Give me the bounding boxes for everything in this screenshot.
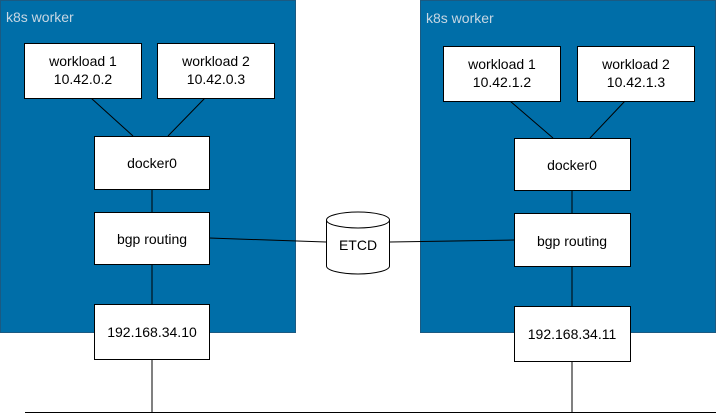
workload-name: workload 1 bbox=[48, 53, 117, 69]
host-ip-box bbox=[94, 304, 210, 360]
workload-ip: 10.42.0.3 bbox=[187, 71, 246, 87]
docker0-bridge-box bbox=[94, 136, 210, 190]
link-w1-workload1-docker0 bbox=[90, 97, 134, 137]
bgp-routing-box bbox=[514, 213, 631, 267]
workload-box bbox=[577, 46, 695, 102]
host-ip-box bbox=[514, 306, 631, 362]
docker0-label: docker0 bbox=[127, 155, 177, 171]
workload-name: workload 2 bbox=[601, 56, 670, 72]
worker-1-components: workload 1 10.42.0.2 workload 2 10.42.0.… bbox=[24, 43, 275, 360]
worker-label-2: k8s worker bbox=[426, 10, 494, 26]
link-w2-workload1-docker0 bbox=[509, 100, 554, 139]
bgp-routing-label: bgp routing bbox=[537, 233, 607, 249]
link-etcd-bgp2 bbox=[389, 239, 515, 243]
link-w2-workload2-docker0 bbox=[589, 100, 626, 139]
database-cylinder-icon bbox=[326, 220, 390, 275]
workload-box bbox=[24, 43, 142, 99]
worker-2-components: workload 1 10.42.1.2 workload 2 10.42.1.… bbox=[443, 46, 695, 362]
workload-ip: 10.42.1.3 bbox=[607, 74, 666, 90]
link-w1-workload2-docker0 bbox=[167, 97, 206, 137]
workload-box bbox=[157, 43, 275, 99]
etcd-label: ETCD bbox=[339, 237, 377, 253]
etcd-database: ETCD bbox=[326, 211, 390, 275]
docker0-bridge-box bbox=[514, 138, 631, 191]
link-bgp1-etcd bbox=[208, 237, 327, 243]
connector-lines bbox=[25, 97, 716, 413]
host-ip-label: 192.168.34.11 bbox=[528, 326, 617, 342]
host-ip-label: 192.168.34.10 bbox=[107, 324, 197, 340]
docker0-label: docker0 bbox=[547, 157, 597, 173]
bgp-routing-box bbox=[94, 212, 210, 265]
bgp-routing-label: bgp routing bbox=[117, 231, 187, 247]
workload-ip: 10.42.0.2 bbox=[54, 71, 113, 87]
database-cylinder-top bbox=[326, 211, 390, 229]
workload-name: workload 2 bbox=[181, 53, 250, 69]
workload-name: workload 1 bbox=[467, 56, 536, 72]
workload-box bbox=[443, 46, 561, 102]
worker-label-1: k8s worker bbox=[6, 9, 74, 25]
workload-ip: 10.42.1.2 bbox=[473, 74, 532, 90]
